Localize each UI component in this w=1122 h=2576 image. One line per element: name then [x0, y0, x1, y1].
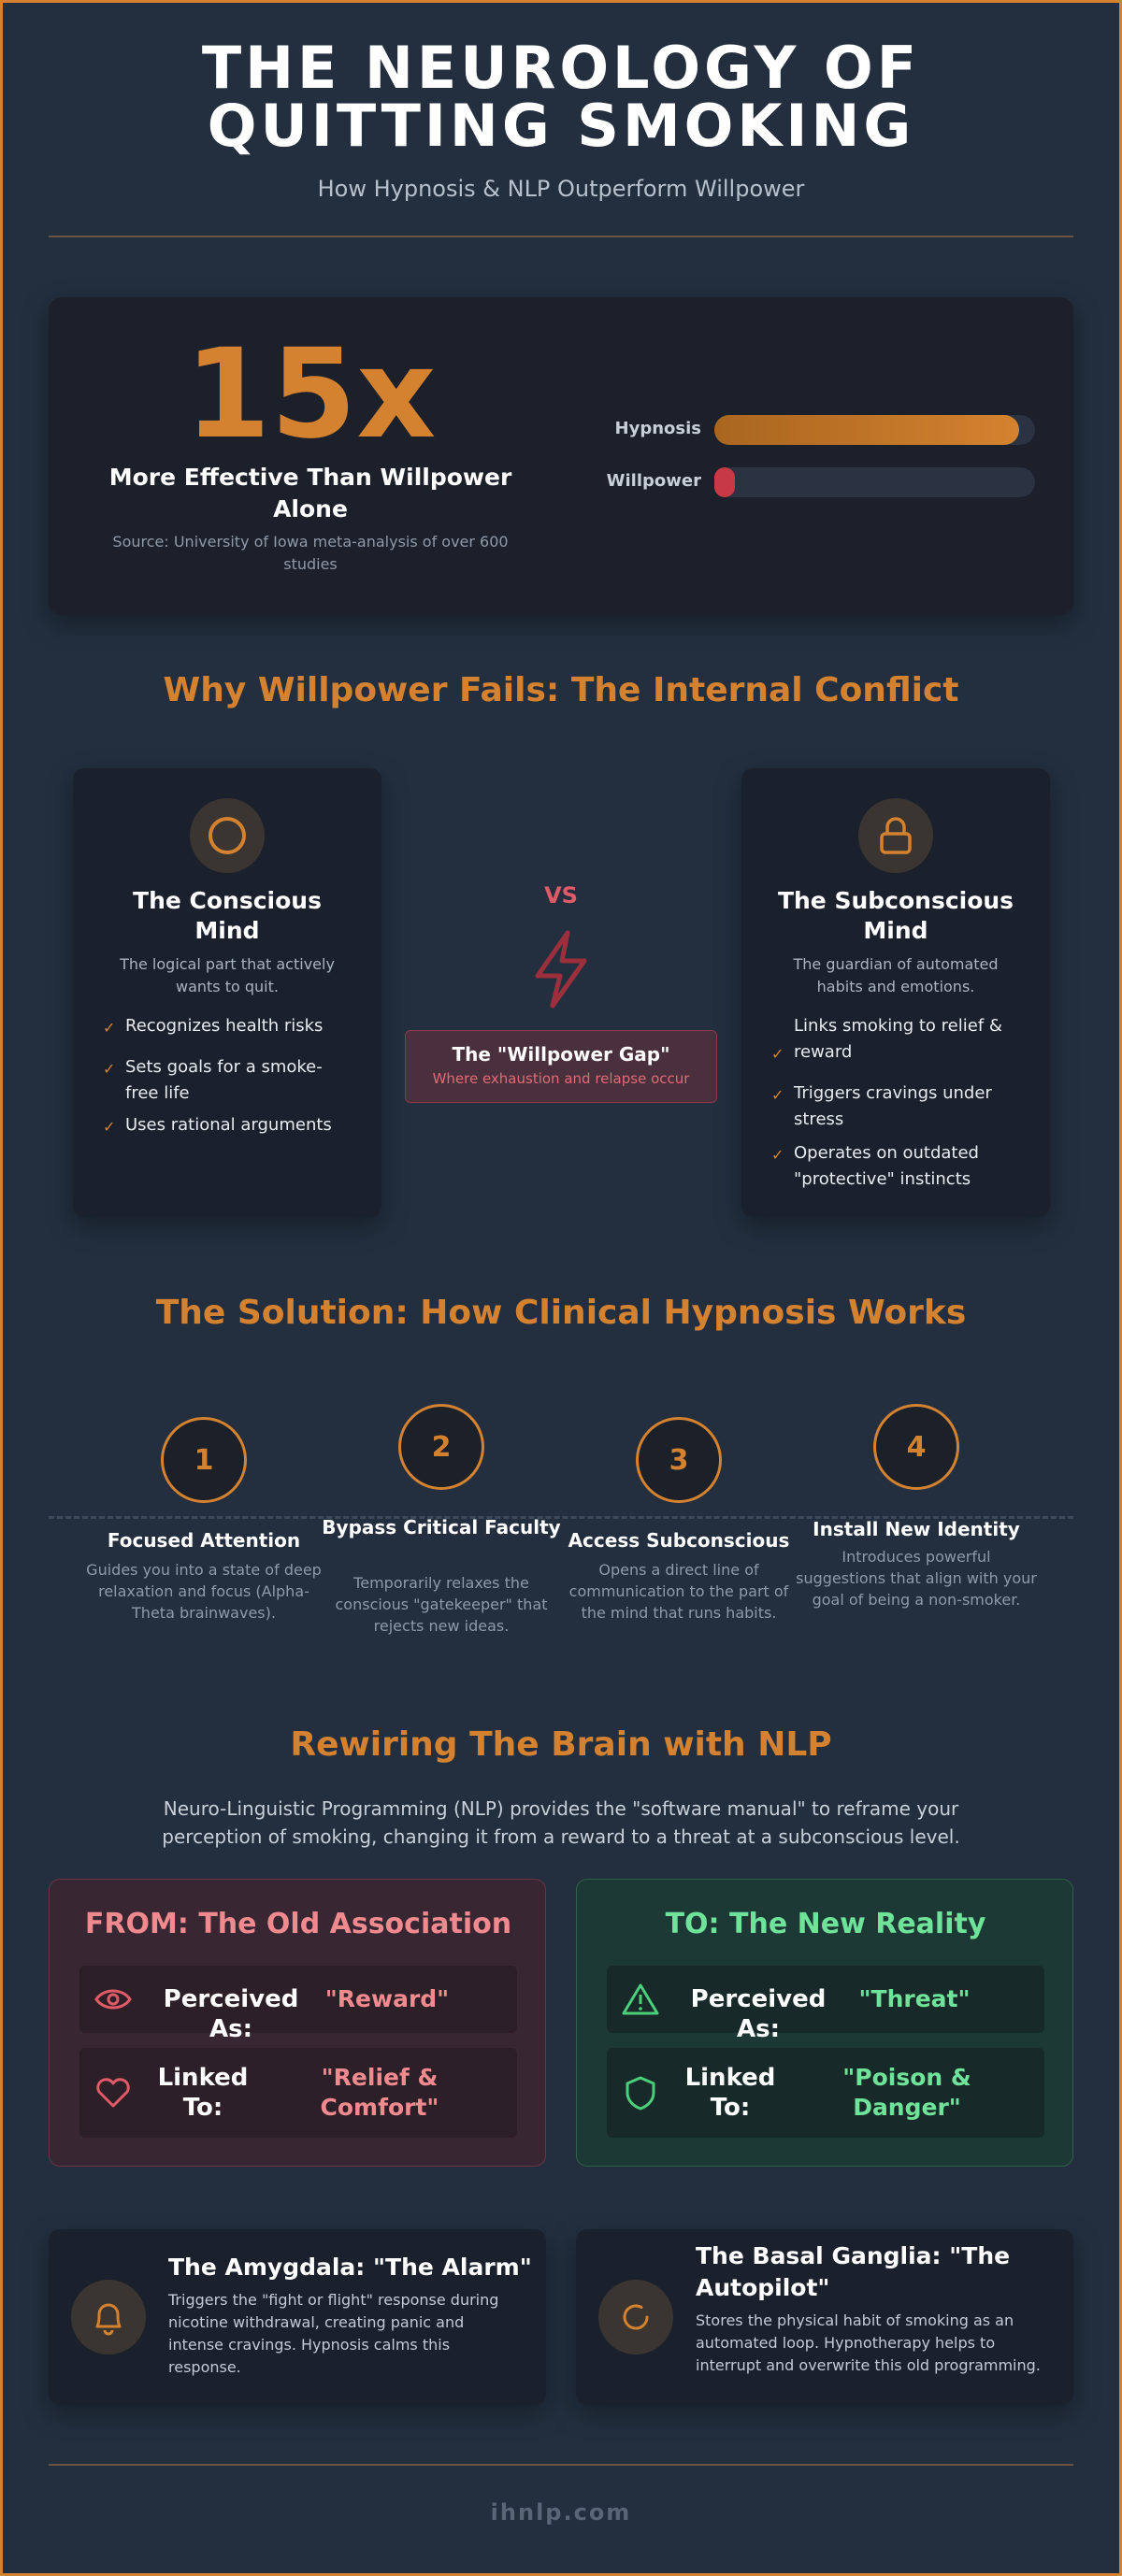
stat-card [49, 297, 1073, 615]
subconscious-mind-card: The Subconscious Mind The guardian of au… [741, 768, 1050, 1217]
step-3-title: Access Subconscious [568, 1529, 790, 1552]
step-3-circle: 3 [636, 1417, 722, 1503]
subconscious-desc: The guardian of automated habits and emo… [793, 955, 999, 995]
title-line-2: QUITTING SMOKING [207, 92, 915, 160]
page-title: THE NEUROLOGY OF QUITTING SMOKING [0, 39, 1122, 155]
basal-ganglia-card: The Basal Ganglia: "The Autopilot" Store… [576, 2229, 1073, 2405]
vs-label: VS [544, 882, 578, 909]
from-card: FROM: The Old Association Perceived As: … [49, 1879, 546, 2167]
bar-fill-hypnosis [714, 415, 1019, 445]
step-4-title: Install New Identity [813, 1518, 1020, 1540]
from-row-perceived: Perceived As: "Reward" [79, 1966, 517, 2043]
bar-track-willpower [714, 467, 1035, 497]
conflict-heading: Why Willpower Fails: The Internal Confli… [163, 671, 959, 709]
step-1-desc: Guides you into a state of deep relaxati… [86, 1561, 322, 1622]
refresh-icon [623, 2304, 649, 2330]
from-linked-label: Linked To: [157, 2064, 249, 2122]
heart-icon [96, 2078, 130, 2108]
subconscious-title: The Subconscious Mind [777, 887, 1014, 944]
eye-icon [94, 1989, 132, 2010]
to-card: TO: The New Reality Perceived As: "Threa… [576, 1879, 1073, 2167]
step-1-circle: 1 [161, 1417, 247, 1503]
step-3-desc: Opens a direct line of communication to … [568, 1561, 789, 1622]
basal-ganglia-icon-wrap [598, 2280, 673, 2354]
to-linked-value: "Poison & Danger" [842, 2064, 971, 2121]
bar-label-hypnosis: Hypnosis [614, 419, 701, 438]
nlp-heading: Rewiring The Brain with NLP [290, 1725, 832, 1764]
lightning-icon [535, 930, 587, 1009]
check-icon: ✓ [103, 1019, 116, 1037]
lock-icon [880, 817, 912, 854]
from-row-linked: Linked To: "Relief & Comfort" [79, 2048, 517, 2138]
circle-icon [209, 817, 246, 854]
willpower-gap-box [405, 1030, 717, 1103]
from-linked-value: "Relief & Comfort" [320, 2064, 439, 2121]
from-perceived-label: Perceived As: [163, 1985, 299, 2043]
to-row-linked: Linked To: "Poison & Danger" [607, 2048, 1044, 2138]
footer-divider [49, 2464, 1073, 2466]
amygdala-desc: Triggers the "fight or flight" response … [168, 2291, 499, 2376]
nlp-intro: Neuro-Linguistic Programming (NLP) provi… [162, 1797, 960, 1848]
from-perceived-value: "Reward" [324, 1985, 450, 2012]
warning-icon [622, 1983, 659, 2015]
solution-heading: The Solution: How Clinical Hypnosis Work… [155, 1294, 967, 1332]
title-line-1: THE NEUROLOGY OF [201, 34, 921, 102]
amygdala-card: The Amygdala: "The Alarm" Triggers the "… [49, 2229, 546, 2405]
to-perceived-value: "Threat" [858, 1985, 971, 2012]
bar-fill-willpower [714, 467, 736, 497]
stat-label: More Effective Than Willpower Alone [108, 464, 512, 522]
check-icon: ✓ [103, 1060, 116, 1078]
bar-label-willpower: Willpower [606, 471, 701, 491]
subconscious-icon-wrap [858, 798, 933, 873]
to-linked-label: Linked To: [684, 2064, 776, 2122]
step-4-circle: 4 [873, 1404, 959, 1490]
check-icon: ✓ [771, 1086, 784, 1104]
amygdala-title: The Amygdala: "The Alarm" [168, 2254, 532, 2281]
conscious-desc: The logical part that actively wants to … [120, 955, 335, 995]
to-title: TO: The New Reality [665, 1908, 986, 1940]
willpower-gap-subtitle: Where exhaustion and relapse occur [432, 1070, 690, 1087]
bar-track-hypnosis [714, 415, 1035, 445]
check-icon: ✓ [771, 1146, 784, 1164]
conscious-title: The Conscious Mind [133, 887, 322, 944]
bell-icon [95, 2303, 122, 2336]
check-icon: ✓ [103, 1118, 116, 1136]
stat-number: 15x [184, 322, 437, 466]
page-subtitle: How Hypnosis & NLP Outperform Willpower [317, 176, 805, 202]
conscious-mind-card: The Conscious Mind The logical part that… [73, 768, 381, 1217]
step-2-desc: Temporarily relaxes the conscious "gatek… [335, 1574, 548, 1635]
step-4-desc: Introduces powerful suggestions that ali… [796, 1548, 1037, 1609]
conscious-icon-wrap [190, 798, 265, 873]
to-perceived-label: Perceived As: [690, 1985, 827, 2043]
basal-ganglia-desc: Stores the physical habit of smoking as … [696, 2311, 1041, 2374]
step-2-circle: 2 [398, 1404, 484, 1490]
step-2-title: Bypass Critical Faculty [322, 1516, 561, 1538]
step-1-title: Focused Attention [107, 1529, 301, 1552]
to-row-perceived: Perceived As: "Threat" [607, 1966, 1044, 2043]
footer-site: ihnlp.com [490, 2499, 632, 2526]
check-icon: ✓ [771, 1045, 784, 1063]
from-title: FROM: The Old Association [84, 1908, 512, 1940]
shield-icon [626, 2076, 655, 2111]
stat-source: Source: University of Iowa meta-analysis… [112, 533, 509, 573]
steps-timeline [49, 1516, 1073, 1519]
amygdala-icon-wrap [71, 2280, 146, 2354]
header-divider [49, 236, 1073, 237]
basal-ganglia-title: The Basal Ganglia: "The Autopilot" [696, 2242, 1011, 2301]
willpower-gap-title: The "Willpower Gap" [452, 1043, 670, 1066]
